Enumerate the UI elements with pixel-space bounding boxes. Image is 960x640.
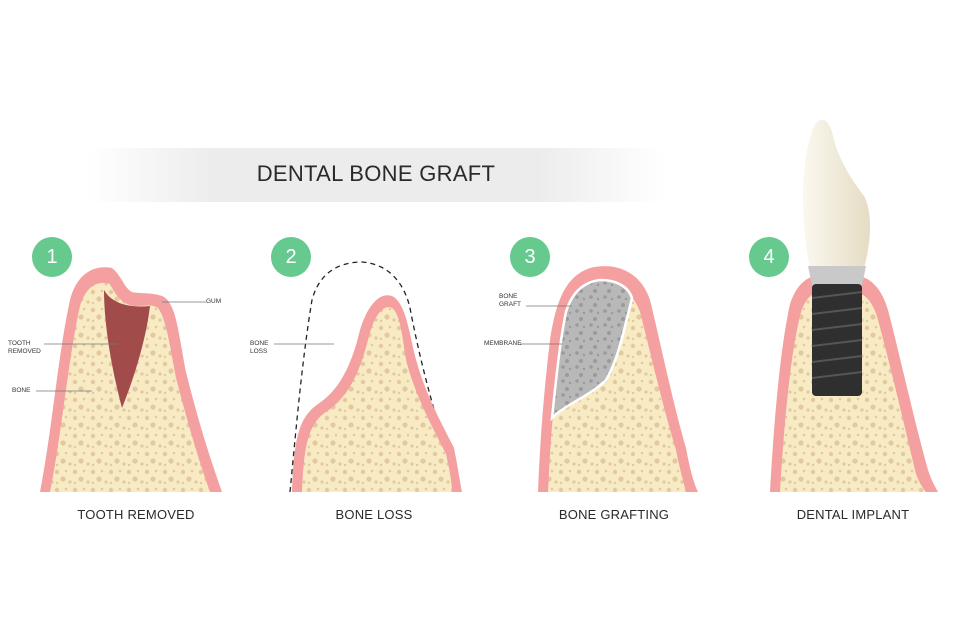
caption-step-3: BONE GRAFTING <box>558 507 670 522</box>
dental-crown <box>802 119 870 268</box>
caption-step-4: DENTAL IMPLANT <box>796 507 910 522</box>
title-banner <box>88 148 664 202</box>
step-3-illustration <box>520 266 698 492</box>
step-4-illustration <box>770 119 938 492</box>
bone-tissue <box>302 307 452 492</box>
tooth-socket <box>104 290 150 408</box>
bone-graft <box>550 278 634 422</box>
step-2-illustration <box>274 261 462 493</box>
caption-step-2: BONE LOSS <box>335 507 413 522</box>
label-membrane: MEMBRANE <box>484 340 522 347</box>
label-bone: BONE <box>12 387 31 394</box>
page-title: DENTAL BONE GRAFT <box>256 161 496 186</box>
label-gum: GUM <box>206 298 222 305</box>
step-4-badge: 4 <box>749 237 789 277</box>
implant-abutment <box>808 266 866 286</box>
caption-step-1: TOOTH REMOVED <box>77 507 195 522</box>
label-bone-graft: BONE GRAFT <box>499 293 522 308</box>
label-tooth-removed: TOOTH REMOVED <box>8 340 41 355</box>
implant-screw <box>811 284 863 396</box>
bone-tissue <box>50 282 210 492</box>
step-3-badge: 3 <box>510 237 550 277</box>
label-bone-loss: BONE LOSS <box>250 340 269 355</box>
step-2-badge: 2 <box>271 237 311 277</box>
original-bone-outline <box>289 261 461 493</box>
step-1-badge: 1 <box>32 237 72 277</box>
step-1-illustration <box>36 267 222 492</box>
